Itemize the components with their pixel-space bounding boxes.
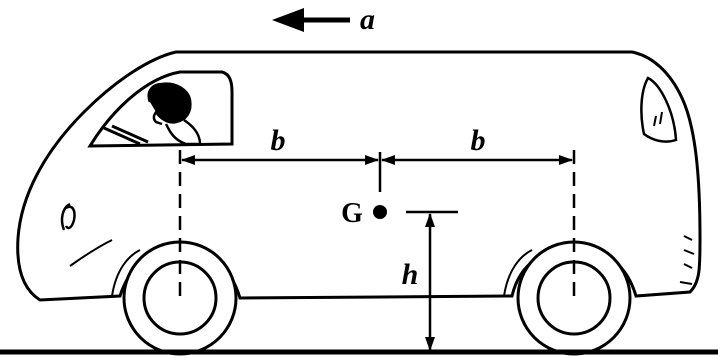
rear-window: [640, 76, 678, 143]
front-arch-edge: [110, 249, 141, 297]
label-b-rear: b: [471, 124, 486, 157]
front-wheel: [122, 240, 238, 356]
label-b-front: b: [271, 124, 286, 157]
front-bumper-line: [69, 239, 113, 267]
left-arrow-icon: [272, 8, 304, 32]
cg-label: G: [341, 198, 363, 229]
cg-point: [373, 205, 387, 219]
label-h: h: [402, 258, 419, 291]
acceleration-arrow: [272, 8, 350, 32]
acceleration-label: a: [360, 3, 375, 36]
driver-figure: [103, 82, 202, 146]
headlight-icon: [60, 202, 76, 231]
rear-window-marks: [653, 111, 663, 127]
rear-wheel: [516, 240, 632, 356]
rear-arch-edge: [502, 249, 533, 297]
rear-grooves: [679, 235, 695, 285]
